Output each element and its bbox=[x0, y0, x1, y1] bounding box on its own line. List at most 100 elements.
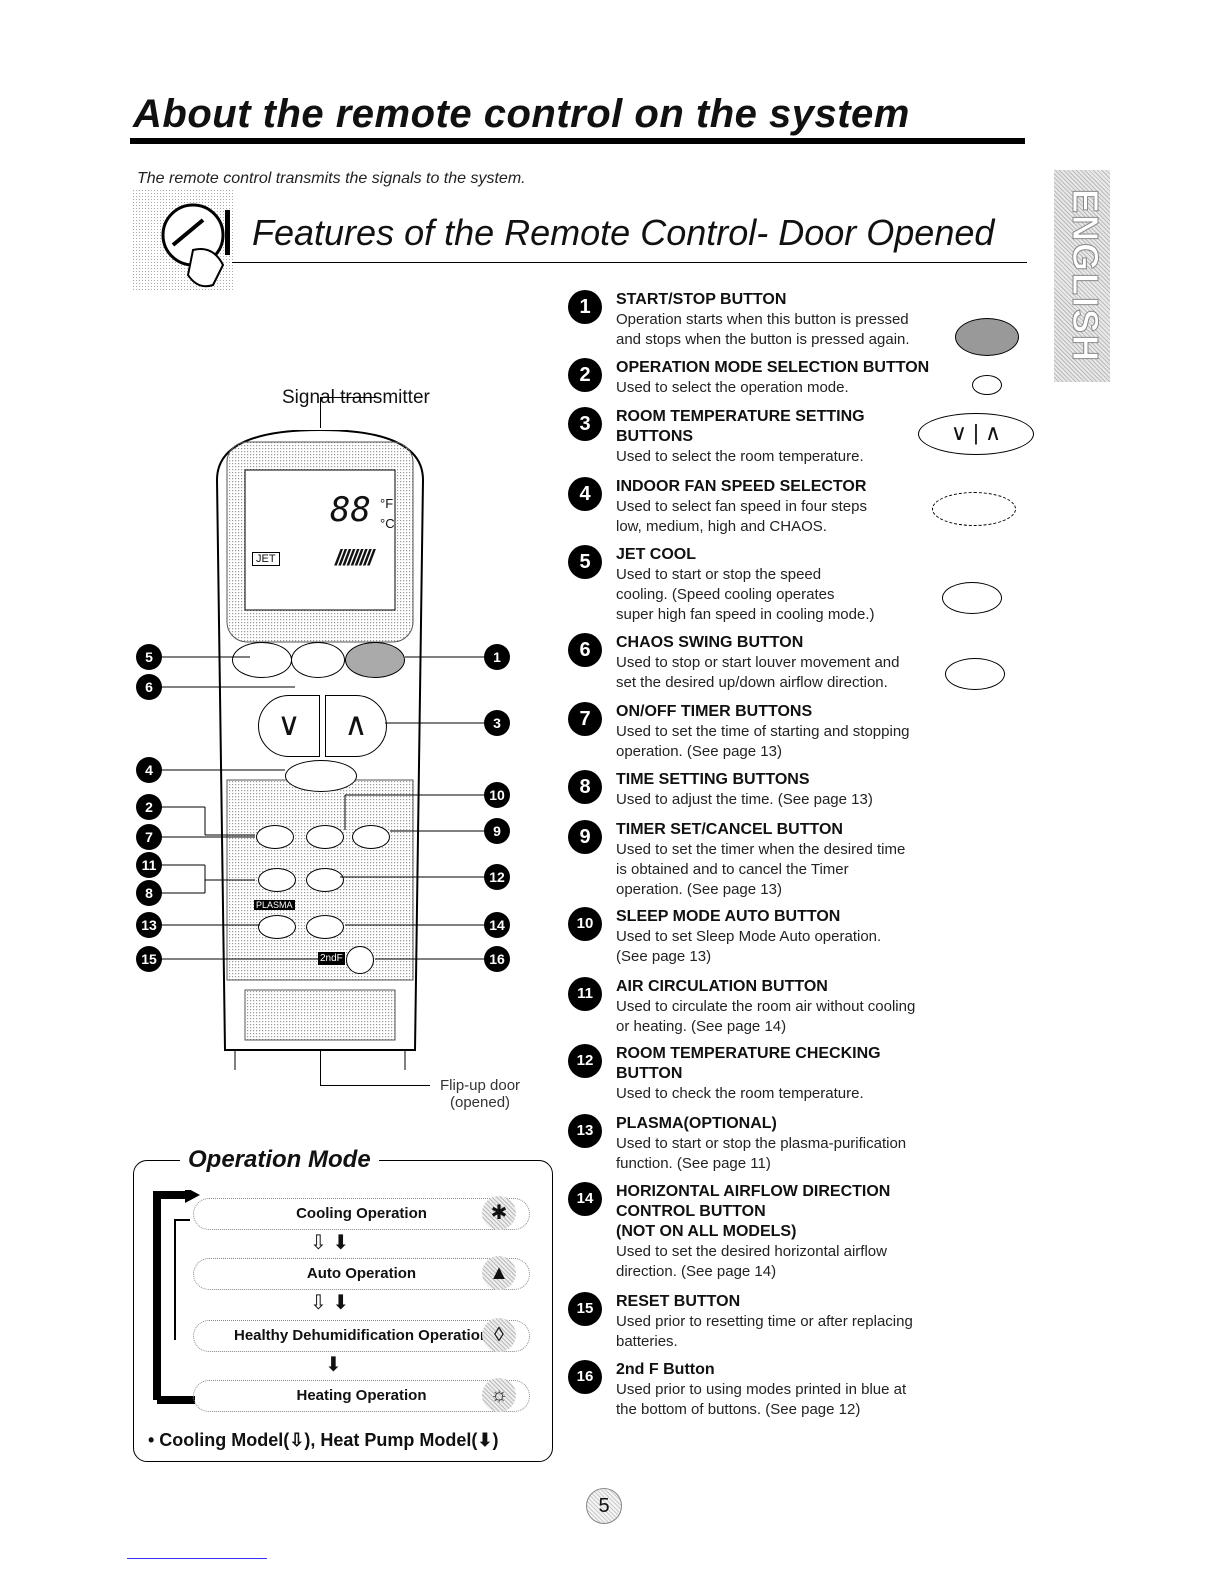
feature-number-badge: 7 bbox=[568, 702, 602, 736]
heatpump-arrow-icon: ⬇ bbox=[325, 1354, 342, 1376]
droplet-icon: ◊ bbox=[482, 1318, 516, 1352]
cooling-arrow-icon: ⇩ ⬇ bbox=[310, 1232, 350, 1254]
section-banner bbox=[133, 190, 1028, 290]
feature-title: SLEEP MODE AUTO BUTTON bbox=[616, 908, 841, 925]
fan-speed-icon bbox=[932, 492, 1016, 526]
feature-title: TIME SETTING BUTTONS bbox=[616, 771, 810, 788]
feature-description: Used prior to resetting time or after re… bbox=[616, 1313, 913, 1350]
feature-title: ROOM TEMPERATURE SETTING BUTTONS bbox=[616, 408, 865, 445]
page-number: 5 bbox=[586, 1488, 622, 1524]
feature-title: CHAOS SWING BUTTON bbox=[616, 634, 804, 651]
auto-mode-icon: ▲ bbox=[482, 1256, 516, 1290]
door-leader-line-h bbox=[320, 1085, 430, 1086]
off-timer-button[interactable] bbox=[306, 825, 344, 849]
temp-up-button[interactable]: ∧ bbox=[325, 695, 387, 757]
feature-description: Used to set Sleep Mode Auto operation. (… bbox=[616, 928, 882, 965]
cooling-arrow-icon: ⇩ ⬇ bbox=[310, 1292, 350, 1314]
callout-11: 11 bbox=[136, 852, 162, 878]
plasma-label: PLASMA bbox=[254, 900, 295, 910]
mode-auto: Auto Operation bbox=[193, 1258, 530, 1290]
footer-line bbox=[127, 1558, 267, 1559]
feature-description: Used to start or stop the plasma-purific… bbox=[616, 1135, 907, 1172]
feature-title: TIMER SET/CANCEL BUTTON bbox=[616, 821, 843, 838]
display-digits: 88 bbox=[330, 490, 371, 530]
feature-title: JET COOL bbox=[616, 546, 697, 563]
callout-9: 9 bbox=[484, 818, 510, 844]
feature-title: AIR CIRCULATION BUTTON bbox=[616, 978, 828, 995]
feature-description: Used to adjust the time. (See page 13) bbox=[616, 791, 873, 808]
callout-16: 16 bbox=[484, 946, 510, 972]
callout-13: 13 bbox=[136, 912, 162, 938]
display-jet-label: JET bbox=[252, 552, 280, 566]
feature-number-badge: 14 bbox=[568, 1182, 602, 1216]
pointing-hand-icon bbox=[133, 190, 233, 290]
jet-cool-icon bbox=[942, 582, 1002, 614]
feature-description: Used prior to using modes printed in blu… bbox=[616, 1381, 907, 1418]
callout-15: 15 bbox=[136, 946, 162, 972]
jet-cool-button[interactable] bbox=[232, 642, 292, 678]
signal-leader-line-h bbox=[320, 397, 376, 398]
feature-title: INDOOR FAN SPEED SELECTOR bbox=[616, 478, 867, 495]
callout-14: 14 bbox=[484, 912, 510, 938]
feature-title: START/STOP BUTTON bbox=[616, 291, 787, 308]
callout-7: 7 bbox=[136, 824, 162, 850]
mode-button[interactable] bbox=[256, 825, 294, 849]
display-unit-f: °F bbox=[380, 496, 394, 511]
page-title: About the remote control on the system bbox=[133, 92, 910, 136]
mode-icon bbox=[972, 375, 1002, 395]
time-down-button[interactable] bbox=[258, 868, 296, 892]
feature-description: Used to stop or start louver movement an… bbox=[616, 654, 900, 691]
timer-set-button[interactable] bbox=[352, 825, 390, 849]
page-subtitle: The remote control transmits the signals… bbox=[137, 170, 526, 187]
room-temp-check-button[interactable] bbox=[306, 868, 344, 892]
signal-transmitter-label: Signal transmitter bbox=[282, 387, 430, 408]
feature-number-badge: 12 bbox=[568, 1044, 602, 1078]
feature-description: Used to set the time of starting and sto… bbox=[616, 723, 910, 760]
feature-title: 2nd F Button bbox=[616, 1361, 715, 1378]
feature-number-badge: 1 bbox=[568, 290, 602, 324]
signal-leader-line bbox=[320, 398, 321, 428]
mode-dehumidification: Healthy Dehumidification Operation bbox=[193, 1320, 530, 1352]
start-stop-icon bbox=[955, 318, 1019, 356]
callout-6: 6 bbox=[136, 674, 162, 700]
feature-number-badge: 5 bbox=[568, 545, 602, 579]
feature-title: PLASMA(OPTIONAL) bbox=[616, 1115, 777, 1132]
start-stop-button[interactable] bbox=[345, 642, 405, 678]
feature-description: Used to check the room temperature. bbox=[616, 1085, 864, 1102]
temp-buttons-icon: ∨ | ∧ bbox=[918, 413, 1034, 455]
temp-down-button[interactable]: ∨ bbox=[258, 695, 320, 757]
feature-number-badge: 3 bbox=[568, 407, 602, 441]
horizontal-airflow-button[interactable] bbox=[306, 915, 344, 939]
flip-up-door-label: Flip-up door (opened) bbox=[440, 1077, 521, 1111]
plasma-button[interactable] bbox=[258, 915, 296, 939]
feature-description: Used to select the operation mode. bbox=[616, 379, 849, 396]
feature-number-badge: 6 bbox=[568, 633, 602, 667]
feature-description: Used to select the room temperature. bbox=[616, 448, 864, 465]
feature-title: ROOM TEMPERATURE CHECKING BUTTON bbox=[616, 1045, 881, 1082]
chaos-swing-button[interactable] bbox=[291, 642, 345, 678]
feature-number-badge: 2 bbox=[568, 358, 602, 392]
feature-description: Used to circulate the room air without c… bbox=[616, 998, 916, 1035]
chaos-swing-icon bbox=[945, 658, 1005, 690]
mode-cooling: Cooling Operation bbox=[193, 1198, 530, 1230]
model-footnote: • Cooling Model(⇩), Heat Pump Model(⬇) bbox=[148, 1430, 499, 1450]
feature-number-badge: 8 bbox=[568, 770, 602, 804]
sun-icon: ☼ bbox=[482, 1378, 516, 1412]
callout-4: 4 bbox=[136, 757, 162, 783]
feature-description: Operation starts when this button is pre… bbox=[616, 311, 910, 348]
feature-number-badge: 9 bbox=[568, 820, 602, 854]
callout-5: 5 bbox=[136, 644, 162, 670]
mode-heating: Heating Operation bbox=[193, 1380, 530, 1412]
door-leader-line bbox=[320, 1050, 321, 1085]
fan-speed-button[interactable] bbox=[285, 760, 357, 792]
feature-number-badge: 15 bbox=[568, 1292, 602, 1326]
feature-title: HORIZONTAL AIRFLOW DIRECTION CONTROL BUT… bbox=[616, 1183, 891, 1240]
second-f-button[interactable]: 2ndF bbox=[318, 952, 345, 965]
section-title: Features of the Remote Control- Door Ope… bbox=[252, 212, 995, 253]
callout-leader-lines bbox=[160, 656, 484, 960]
fan-bars-icon: ///////// bbox=[335, 545, 374, 570]
feature-description: Used to select fan speed in four steps l… bbox=[616, 498, 867, 535]
feature-number-badge: 10 bbox=[568, 907, 602, 941]
reset-button[interactable] bbox=[346, 946, 374, 974]
callout-1: 1 bbox=[484, 644, 510, 670]
